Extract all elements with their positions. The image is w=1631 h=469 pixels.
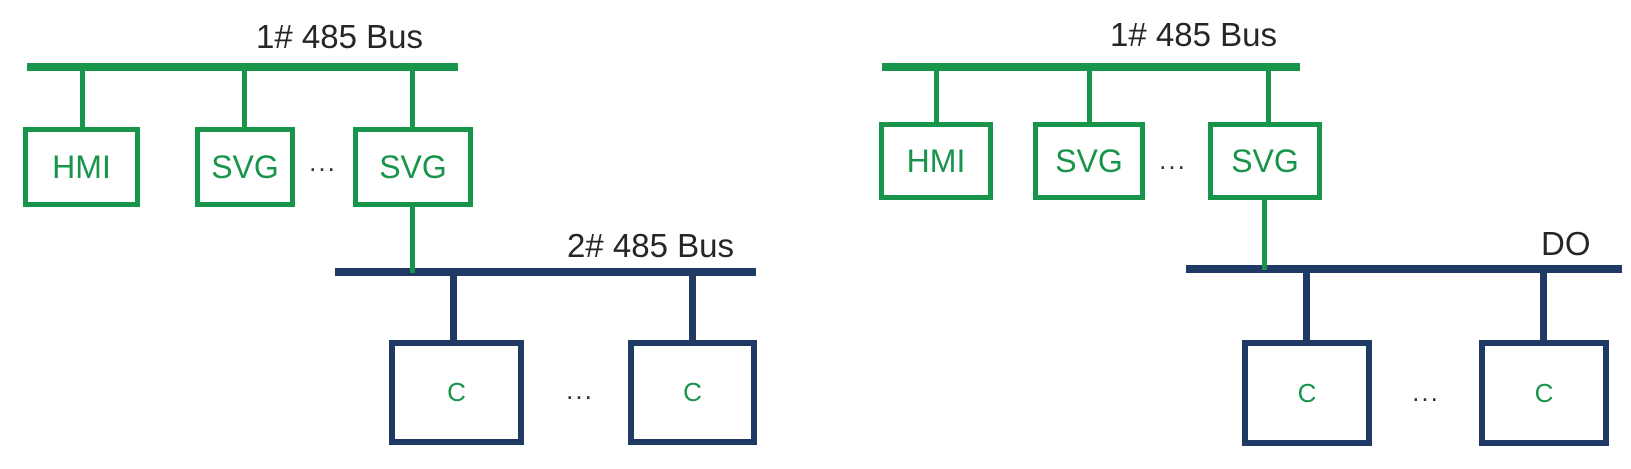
node-svg-2: SVG (353, 127, 473, 207)
bus-1-line (882, 63, 1300, 71)
bus-2-label: DO (1541, 225, 1591, 262)
node-label: C (1297, 377, 1317, 408)
bus-2-label: 2# 485 Bus (567, 227, 734, 264)
node-c-2: C (628, 340, 757, 445)
drop-line-hmi (80, 71, 85, 127)
bus-2-line (1186, 265, 1622, 273)
node-label: C (1534, 377, 1554, 408)
ellipsis-top: ... (1159, 145, 1187, 175)
drop-line-c-2 (689, 276, 696, 340)
node-label: SVG (379, 148, 447, 185)
node-hmi: HMI (23, 127, 140, 207)
node-c-1: C (1242, 340, 1372, 446)
node-hmi: HMI (879, 122, 993, 200)
drop-line-svg-2 (410, 71, 415, 127)
drop-line-svg-2 (1266, 71, 1271, 122)
node-c-2: C (1479, 340, 1609, 446)
node-label: SVG (1231, 142, 1299, 179)
ellipsis-bottom: ... (1412, 377, 1440, 407)
bus-2-line (335, 268, 756, 276)
node-label: C (447, 377, 466, 407)
node-svg-1: SVG (195, 127, 295, 207)
node-label: SVG (1055, 142, 1123, 179)
drop-line-svg-1 (242, 71, 247, 127)
drop-line-c-1 (450, 276, 457, 340)
drop-line-c-2 (1540, 273, 1547, 340)
drop-line-c-1 (1303, 273, 1310, 340)
node-label: SVG (211, 148, 279, 185)
inter-bus-connector (410, 207, 415, 273)
ellipsis-top: ... (309, 147, 337, 177)
node-svg-2: SVG (1208, 122, 1322, 200)
bus-1-label: 1# 485 Bus (256, 18, 423, 55)
node-svg-1: SVG (1033, 122, 1145, 200)
drop-line-svg-1 (1087, 71, 1092, 122)
node-label: C (683, 377, 702, 407)
inter-bus-connector (1262, 200, 1267, 270)
node-c-1: C (389, 340, 524, 445)
bus-1-label: 1# 485 Bus (1110, 16, 1277, 53)
ellipsis-bottom: ... (566, 375, 594, 405)
bus-1-line (27, 63, 458, 71)
node-label: HMI (52, 148, 111, 185)
node-label: HMI (906, 142, 966, 179)
drop-line-hmi (934, 71, 939, 122)
